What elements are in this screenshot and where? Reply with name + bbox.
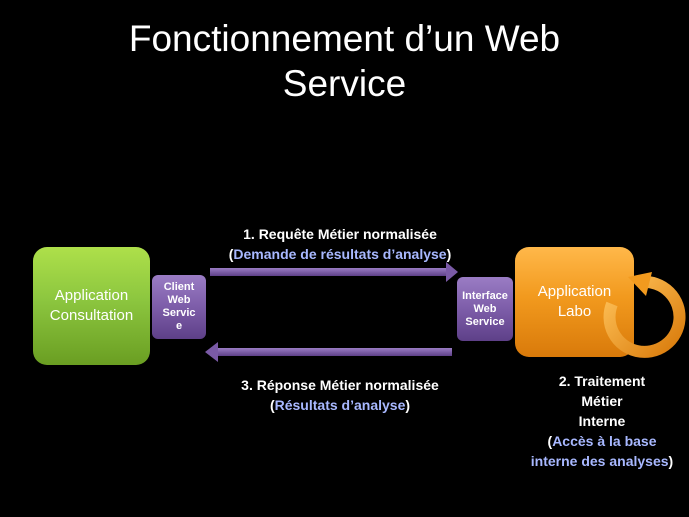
slide-title-line-1: Fonctionnement d’un Web: [128, 18, 561, 59]
response-detail-line: (Résultats d’analyse): [190, 395, 490, 415]
client-web-service-label: Client Web Service: [162, 281, 196, 332]
request-label: 1. Requête Métier normalisée (Demande de…: [190, 224, 490, 264]
request-arrow: [210, 262, 458, 282]
interface-web-service-box: Interface Web Service: [457, 277, 513, 341]
application-labo-label: Application Labo: [537, 283, 612, 320]
application-labo-box: Application Labo: [515, 247, 634, 357]
processing-line-2: Métier: [581, 393, 623, 409]
response-detail-open: (: [269, 397, 275, 413]
response-title: 3. Réponse Métier normalisée: [241, 377, 439, 393]
processing-line-1: 2. Traitement: [558, 373, 646, 389]
processing-detail-open: (: [547, 433, 553, 449]
request-detail-open: (: [228, 246, 234, 262]
response-arrow: [205, 342, 452, 362]
response-detail-close: ): [405, 397, 411, 413]
circular-arrow-icon: [603, 272, 686, 358]
processing-line-3: Interne: [578, 413, 626, 429]
processing-detail: Accès à la base interne des analyses: [530, 433, 669, 469]
slide-title: Fonctionnement d’un Web Service: [0, 16, 689, 106]
processing-label: 2. Traitement Métier Interne (Accès à la…: [527, 371, 677, 471]
request-detail-line: (Demande de résultats d’analyse): [190, 244, 490, 264]
response-detail: Résultats d’analyse: [274, 397, 406, 413]
client-web-service-box: Client Web Service: [152, 275, 206, 339]
processing-detail-line: (Accès à la base interne des analyses): [527, 431, 677, 471]
response-label: 3. Réponse Métier normalisée (Résultats …: [190, 375, 490, 415]
application-consultation-label: Application Consultation: [49, 287, 134, 324]
request-detail-close: ): [446, 246, 452, 262]
processing-detail-close: ): [668, 453, 674, 469]
application-consultation-box: Application Consultation: [33, 247, 150, 365]
request-title: 1. Requête Métier normalisée: [243, 226, 437, 242]
interface-web-service-label: Interface Web Service: [462, 289, 508, 328]
slide-title-line-2: Service: [282, 63, 407, 104]
request-detail: Demande de résultats d’analyse: [233, 246, 447, 262]
